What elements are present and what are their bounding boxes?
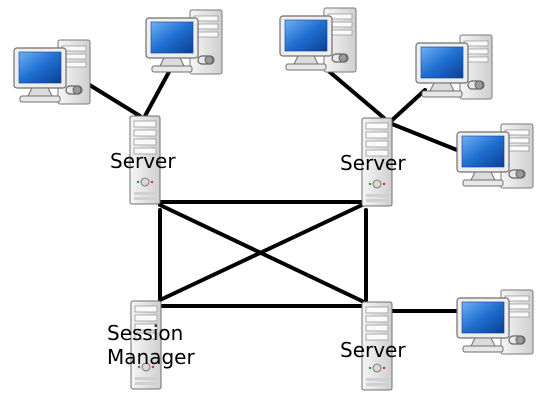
link-pc5-server-tr [390,122,464,154]
desktop-computer-icon [145,9,223,75]
server-label-bottom-right: Server [340,338,406,362]
desktop-computer-icon [456,289,534,355]
server-label-top-left: Server [110,149,176,173]
session-manager-label-line1: Session [107,321,184,345]
desktop-computer-icon [456,123,534,189]
desktop-computer-icon [279,7,357,73]
session-manager-label-line2: Manager [107,345,195,369]
desktop-computer-icon [415,34,493,100]
link-pc1-server-tl [86,82,142,118]
link-tr-sm [158,203,364,302]
link-pc4-server-tr [388,88,427,124]
desktop-computer-icon [13,39,91,105]
link-pc3-server-tr [323,66,386,120]
server-label-top-right: Server [340,151,406,175]
link-pc2-server-tl [143,68,172,118]
